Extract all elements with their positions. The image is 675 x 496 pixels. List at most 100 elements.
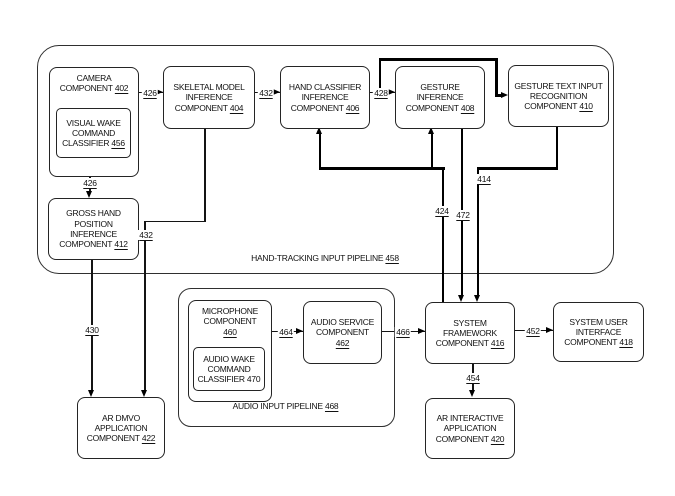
node-label-line: COMPONENT (316, 327, 369, 338)
connector-432-to-ardmvo (144, 221, 146, 391)
node-label-line: INFERENCE (70, 229, 117, 239)
node-label-line: AR DMVO (102, 412, 140, 423)
connector-424-branch-406 (318, 133, 322, 169)
node-label-line: CLASSIFIER 470 (197, 374, 261, 385)
node-label-line: COMPONENT 412 (59, 239, 128, 250)
connector-424-riser (441, 167, 445, 302)
node-reference-numeral: 456 (111, 138, 125, 149)
edge-label-432-top: 432 (257, 88, 275, 98)
node-label-line: INFERENCE (301, 92, 349, 103)
edge-label-426: 426 (141, 88, 159, 98)
node-reference-numeral: 404 (229, 102, 244, 113)
node-label-line: COMPONENT (203, 316, 257, 327)
node-label-line: APPLICATION (443, 423, 497, 434)
connector-414-drop-from-410 (555, 125, 559, 170)
node-reference-numeral: 410 (579, 101, 593, 112)
edge-label-452: 452 (524, 326, 542, 336)
node-label-line: COMPONENT 408 (405, 102, 475, 113)
connector-432-elbow (144, 221, 206, 223)
node-reference-numeral: 460 (223, 326, 237, 337)
node-label-line: CLASSIFIER 456 (62, 138, 125, 149)
edge-label-414: 414 (475, 174, 493, 184)
node-reference-numeral: 470 (246, 374, 261, 385)
node-label-line: HAND CLASSIFIER (288, 82, 362, 93)
node-label-line: COMPONENT 404 (174, 102, 244, 113)
arrowhead-into-ar-interactive (469, 390, 475, 397)
arrowhead-466-into-framework (418, 327, 425, 334)
edge-label-424: 424 (433, 206, 451, 216)
node-label-line: GROSS HAND (66, 208, 121, 219)
node-label-line: SYSTEM USER (569, 316, 628, 327)
edge-label-430: 430 (83, 325, 101, 335)
audio-input-pipeline-label: AUDIO INPUT PIPELINE 468 (218, 401, 353, 411)
node-label-line: GESTURE TEXT INPUT (514, 80, 603, 91)
node-label-line: COMPONENT 406 (290, 102, 360, 113)
node-reference-numeral: 422 (141, 433, 156, 444)
connector-branch-into-410 (495, 94, 503, 97)
connector-424-horizontal (318, 167, 445, 170)
arrowhead-414-into-framework (474, 295, 481, 302)
edge-label-454: 454 (464, 373, 482, 383)
node-label-line: AUDIO WAKE (203, 353, 255, 364)
node-label-line: COMPONENT 402 (59, 83, 129, 94)
pipeline-label-num: 458 (385, 253, 399, 263)
node-label-line: MICROPHONE (201, 306, 259, 316)
node-label-line: COMPONENT 416 (435, 338, 505, 349)
node-label-line: FRAMEWORK (443, 327, 497, 338)
pipeline-label-num: 468 (324, 401, 339, 411)
arrowhead-into-gesture-inference (388, 88, 395, 95)
node-label-line: CAMERA (76, 73, 112, 83)
node-label-line: SYSTEM (453, 317, 487, 328)
connector-414-horizontal (476, 167, 558, 170)
arrowhead-472-into-framework (458, 295, 465, 302)
node-label-line: INFERENCE (416, 92, 464, 103)
node-label-line: GESTURE (420, 82, 460, 93)
node-reference-numeral: 412 (114, 239, 128, 250)
connector-branch-over-408-drop (495, 58, 498, 96)
node-reference-numeral: 416 (490, 338, 505, 349)
pipeline-label-text: HAND-TRACKING INPUT PIPELINE (251, 253, 384, 263)
node-label-line: INFERENCE (185, 92, 233, 103)
node-reference-numeral: 420 (490, 433, 505, 444)
connector-414-riser-down (476, 167, 480, 296)
node-label-line: COMMAND (71, 127, 116, 138)
arrowhead-into-ardmvo-left (88, 390, 94, 397)
node-label-line: COMPONENT 418 (564, 337, 633, 348)
edge-label-472: 472 (454, 210, 472, 220)
node-reference-numeral: 418 (619, 337, 633, 348)
arrowhead-into-system-ui (546, 326, 553, 333)
pipeline-label-text: AUDIO INPUT PIPELINE (232, 401, 324, 411)
node-label-line: 460 (223, 326, 237, 337)
node-label-line: AR INTERACTIVE (436, 413, 504, 424)
arrowhead-into-hand-classifier (273, 88, 280, 95)
arrowhead-into-skeletal (156, 88, 163, 95)
connector-branch-over-408-riser (378, 58, 382, 92)
edge-label-466: 466 (394, 327, 412, 337)
node-reference-numeral: 462 (335, 337, 350, 348)
edge-label-426-vertical: 426 (81, 178, 99, 188)
node-label-line: COMPONENT 420 (435, 433, 505, 444)
node-label-line: RECOGNITION (529, 90, 588, 101)
node-reference-numeral: 408 (460, 102, 475, 113)
connector-430-grosshand-ardmvo (91, 258, 93, 391)
connector-branch-over-408-top (378, 58, 498, 61)
node-reference-numeral: 406 (345, 102, 360, 113)
arrowhead-into-408-bottom (428, 127, 435, 134)
connector-424-branch-408 (430, 133, 434, 169)
edge-label-432-vertical: 432 (137, 230, 155, 240)
arrowhead-into-406-bottom (316, 127, 323, 134)
hand-tracking-pipeline-label: HAND-TRACKING INPUT PIPELINE 458 (240, 253, 410, 263)
node-label-line: APPLICATION (94, 422, 148, 433)
